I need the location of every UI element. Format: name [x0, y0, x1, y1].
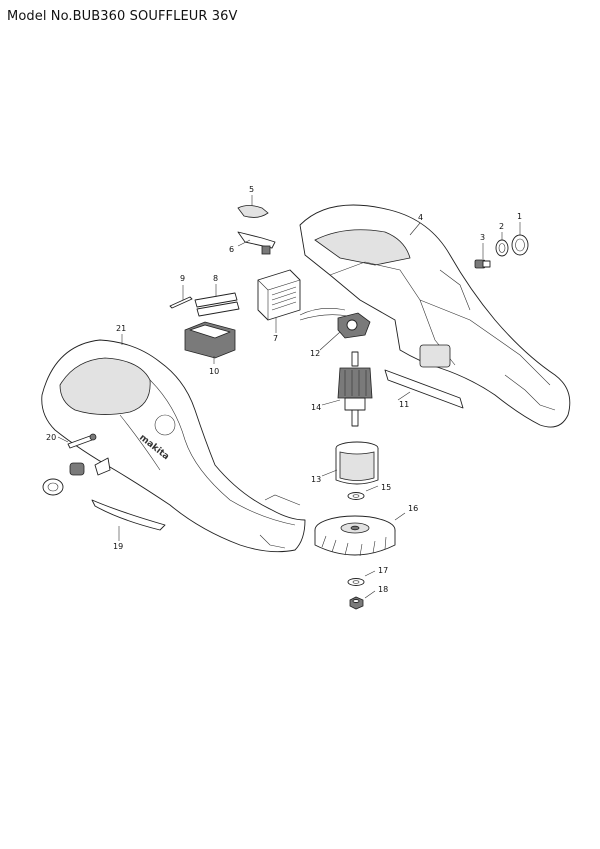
cap-large[interactable] — [42, 478, 64, 496]
part-9-pin[interactable] — [169, 296, 193, 309]
part-14-armature[interactable] — [337, 351, 373, 427]
part-3-screw[interactable] — [474, 259, 491, 269]
callout-21: 21 — [116, 324, 126, 333]
part-16-fan[interactable] — [314, 515, 396, 557]
callout-4: 4 — [418, 213, 423, 222]
leader-lines — [57, 195, 521, 599]
part-15-washer[interactable] — [347, 492, 365, 500]
callout-6: 6 — [229, 245, 234, 254]
callout-14: 14 — [311, 403, 321, 412]
callout-5: 5 — [249, 185, 254, 194]
callout-15: 15 — [381, 483, 391, 492]
callout-11: 11 — [399, 400, 409, 409]
part-21-left-housing[interactable]: makita — [41, 339, 306, 553]
part-10-terminal-block[interactable] — [184, 321, 236, 359]
callout-20: 20 — [46, 433, 56, 442]
callout-12: 12 — [310, 349, 320, 358]
part-1-ring[interactable] — [511, 234, 529, 256]
part-17-washer[interactable] — [347, 578, 365, 586]
screw-knob[interactable] — [94, 457, 111, 476]
callout-17: 17 — [378, 566, 388, 575]
part-11-strip[interactable] — [384, 369, 464, 409]
part-18-nut[interactable] — [349, 596, 364, 610]
callout-3: 3 — [480, 233, 485, 242]
part-8-terminal-plate[interactable] — [194, 292, 240, 317]
callout-19: 19 — [113, 542, 123, 551]
callout-18: 18 — [378, 585, 388, 594]
part-13-stator[interactable] — [335, 441, 379, 485]
part-4-right-housing[interactable] — [299, 204, 571, 428]
callout-7: 7 — [273, 334, 278, 343]
callout-8: 8 — [213, 274, 218, 283]
part-6-switch-lever[interactable] — [237, 231, 276, 255]
callout-2: 2 — [499, 222, 504, 231]
part-19-trim[interactable] — [91, 499, 166, 531]
part-20-screw[interactable] — [67, 433, 97, 449]
callout-1: 1 — [517, 212, 522, 221]
callout-16: 16 — [408, 504, 418, 513]
part-5-switch-button[interactable] — [237, 205, 269, 218]
cap-small[interactable] — [69, 462, 85, 476]
callout-13: 13 — [311, 475, 321, 484]
part-12-brush-holder[interactable] — [299, 308, 371, 339]
callout-10: 10 — [209, 367, 219, 376]
callout-labels: 1 2 3 4 5 6 7 8 9 10 11 12 13 14 15 16 1… — [46, 185, 522, 594]
page-title: Model No.BUB360 SOUFFLEUR 36V — [7, 9, 238, 24]
callout-9: 9 — [180, 274, 185, 283]
part-2-ring[interactable] — [495, 239, 509, 257]
part-7-filter-block[interactable] — [257, 269, 301, 321]
